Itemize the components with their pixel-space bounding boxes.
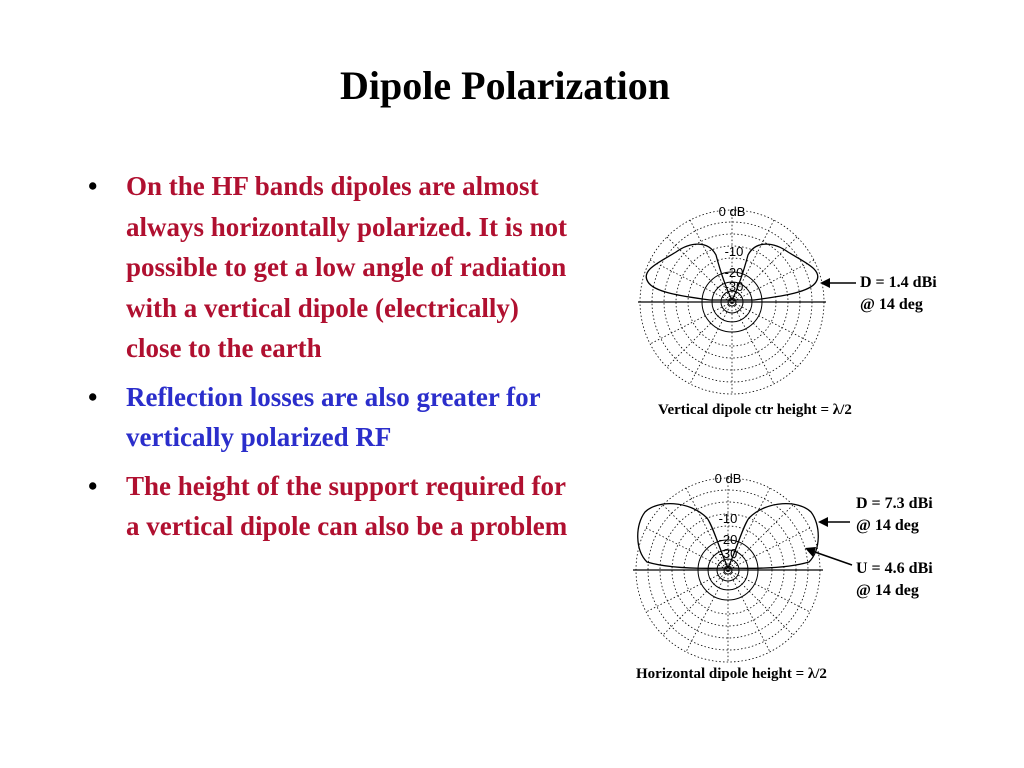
ring-label-0db: 0 dB	[719, 204, 746, 219]
vertical-dipole-polar-plot: 0 dB -10 -20 -30	[638, 204, 826, 395]
horizontal-u-annotation: U = 4.6 dBi @ 14 deg	[856, 558, 933, 602]
ring-label-20: -20	[719, 532, 738, 547]
bullet-dot: •	[88, 171, 98, 201]
horizontal-u-angle: @ 14 deg	[856, 582, 919, 599]
ring-label-10: -10	[719, 511, 738, 526]
slide-title: Dipole Polarization	[340, 63, 670, 108]
ring-label-10: -10	[725, 244, 744, 259]
vertical-angle: @ 14 deg	[860, 296, 923, 313]
ring-label-30: -30	[725, 279, 744, 294]
vertical-directivity: D = 1.4 dBi	[860, 274, 937, 291]
vertical-dipole-figure: 0 dB -10 -20 -30	[630, 200, 835, 405]
ring-label-30: -30	[719, 546, 738, 561]
vertical-annotation: D = 1.4 dBi @ 14 deg	[860, 272, 937, 316]
bullet-item-support-height: • The height of the support required for…	[88, 466, 568, 547]
vertical-pattern-lobe	[645, 243, 819, 301]
bullet-dot: •	[88, 381, 98, 412]
arrow-icon	[805, 547, 853, 566]
horizontal-caption: Horizontal dipole height = λ/2	[636, 666, 827, 682]
bullet-item-reflection-losses: • Reflection losses are also greater for…	[88, 377, 568, 458]
bullet-item-hf-bands: • On the HF bands dipoles are almost alw…	[88, 166, 568, 369]
horizontal-dipole-polar-plot: 0 dB -10 -20 -30	[633, 471, 823, 663]
ring-label-0db: 0 dB	[715, 471, 742, 486]
arrow-icon	[820, 278, 856, 288]
horizontal-pattern-lobe	[637, 502, 819, 569]
vertical-caption: Vertical dipole ctr height = λ/2	[658, 402, 852, 418]
horizontal-dipole-figure: 0 dB -10 -20 -30	[627, 470, 829, 670]
horizontal-u-value: U = 4.6 dBi	[856, 560, 933, 577]
bullet-list: • On the HF bands dipoles are almost alw…	[88, 166, 568, 555]
bullet-text: The height of the support required for a…	[126, 470, 568, 542]
horizontal-d-annotation: D = 7.3 dBi @ 14 deg	[856, 493, 933, 537]
ring-label-20: -20	[725, 265, 744, 280]
bullet-dot: •	[88, 470, 98, 501]
bullet-text: On the HF bands dipoles are almost alway…	[126, 171, 568, 363]
arrow-icon	[818, 517, 850, 527]
horizontal-d-angle: @ 14 deg	[856, 517, 919, 534]
horizontal-directivity: D = 7.3 dBi	[856, 495, 933, 512]
bullet-text: Reflection losses are also greater for v…	[126, 381, 541, 453]
